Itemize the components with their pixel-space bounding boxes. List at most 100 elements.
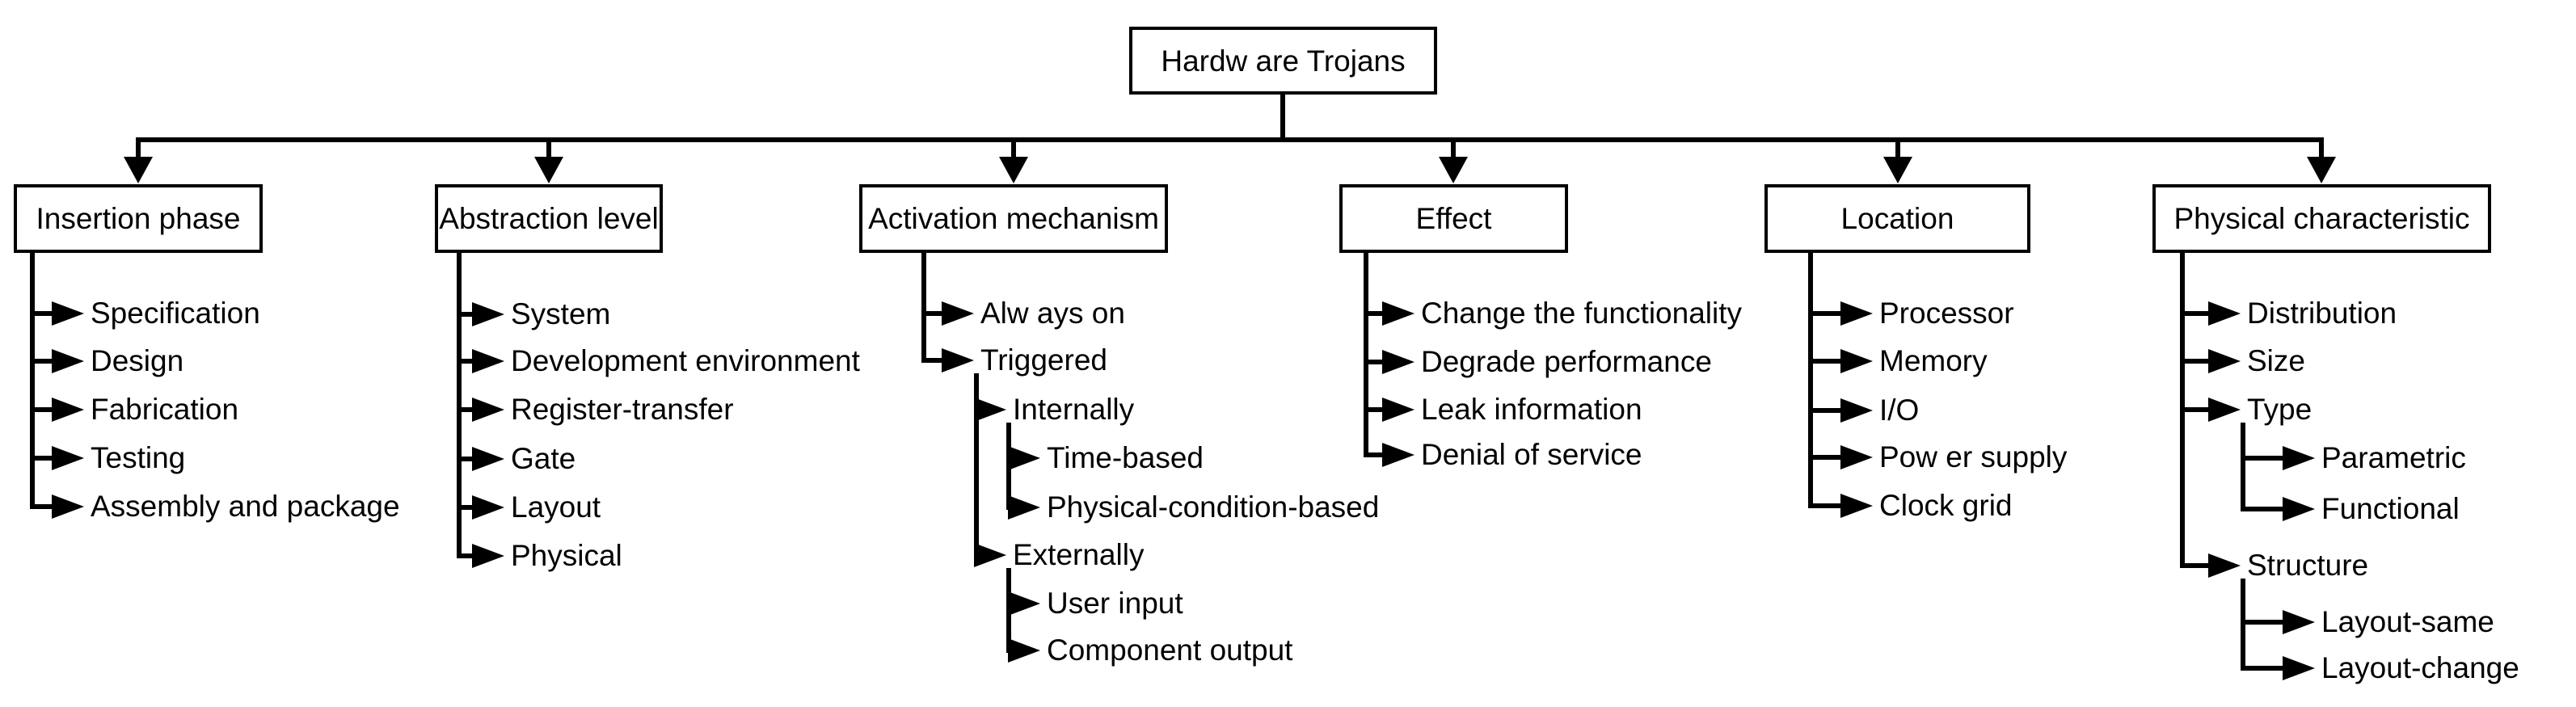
arrow-down-icon	[534, 157, 563, 183]
arrow-down-icon	[2307, 157, 2336, 183]
connector-line	[136, 137, 141, 162]
tree-item-time-based: Time-based	[1047, 441, 1204, 474]
connector-line	[1364, 250, 1368, 457]
arrow-right-icon	[52, 349, 84, 373]
category-label: Insertion phase	[36, 202, 241, 235]
connector-line	[2241, 507, 2292, 511]
category-box-location: Location	[1764, 184, 2030, 253]
tree-item-degrade-performance: Degrade performance	[1421, 345, 1712, 378]
tree-item-component-output: Component output	[1047, 633, 1293, 667]
connector-line	[30, 311, 61, 316]
connector-line	[457, 250, 462, 558]
arrow-right-icon	[2208, 349, 2241, 373]
arrow-right-icon	[974, 398, 1006, 422]
arrow-right-icon	[472, 544, 504, 568]
arrow-right-icon	[52, 494, 84, 519]
arrow-right-icon	[52, 301, 84, 326]
arrow-right-icon	[1382, 398, 1414, 422]
connector-line	[30, 250, 35, 509]
connector-line	[1451, 137, 1456, 162]
connector-line	[30, 456, 61, 461]
arrow-right-icon	[942, 301, 974, 326]
tree-item-internally: Internally	[1013, 393, 1135, 426]
arrow-right-icon	[1840, 398, 1873, 423]
category-box-physical-characteristic: Physical characteristic	[2152, 184, 2491, 253]
arrow-down-icon	[1439, 157, 1468, 183]
connector-line	[1808, 311, 1850, 316]
root-node-label: Hardw are Trojans	[1161, 44, 1406, 78]
arrow-right-icon	[472, 495, 504, 520]
connector-line	[1364, 360, 1392, 364]
tree-item-layout: Layout	[511, 490, 601, 524]
tree-item-register-transfer: Register-transfer	[511, 393, 734, 426]
tree-item-size: Size	[2247, 344, 2305, 377]
tree-item-pow-er-supply: Pow er supply	[1879, 440, 2068, 473]
connector-line	[2241, 423, 2245, 511]
arrow-right-icon	[472, 349, 504, 373]
tree-item-distribution: Distribution	[2247, 297, 2397, 330]
tree-item-clock-grid: Clock grid	[1879, 489, 2013, 522]
tree-item-triggered: Triggered	[980, 343, 1107, 377]
category-box-activation-mechanism: Activation mechanism	[859, 184, 1168, 253]
arrow-right-icon	[2208, 301, 2241, 326]
arrow-right-icon	[1840, 494, 1873, 518]
connector-line	[2241, 620, 2292, 625]
category-box-insertion-phase: Insertion phase	[14, 184, 263, 253]
arrow-down-icon	[1883, 157, 1912, 183]
connector-line	[546, 137, 551, 162]
tree-item-testing: Testing	[91, 441, 186, 474]
tree-item-development-environment: Development environment	[511, 344, 860, 377]
connector-line	[1808, 359, 1850, 364]
connector-line	[1808, 503, 1850, 508]
tree-item-leak-information: Leak information	[1421, 393, 1642, 426]
connector-line	[2319, 137, 2324, 162]
connector-line	[921, 250, 926, 363]
tree-item-i-o: I/O	[1879, 393, 1920, 427]
tree-item-functional: Functional	[2321, 492, 2460, 525]
arrow-right-icon	[2283, 656, 2315, 680]
arrow-down-icon	[999, 157, 1028, 183]
tree-item-memory: Memory	[1879, 344, 1988, 377]
arrow-right-icon	[52, 446, 84, 470]
connector-line	[2180, 311, 2218, 316]
tree-item-type: Type	[2247, 393, 2312, 426]
arrow-right-icon	[2283, 446, 2315, 470]
connector-line	[1808, 408, 1850, 413]
arrow-right-icon	[1008, 591, 1040, 616]
tree-item-externally: Externally	[1013, 538, 1145, 571]
arrow-right-icon	[1382, 443, 1414, 467]
arrow-right-icon	[2283, 497, 2315, 521]
tree-item-change-the-functionality: Change the functionality	[1421, 297, 1742, 330]
connector-line	[2241, 579, 2245, 671]
arrow-right-icon	[1382, 301, 1414, 326]
category-label: Abstraction level	[439, 202, 659, 235]
tree-item-gate: Gate	[511, 442, 576, 475]
tree-item-denial-of-service: Denial of service	[1421, 438, 1642, 471]
connector-line	[457, 505, 482, 510]
arrow-right-icon	[2208, 398, 2241, 422]
connector-line	[136, 137, 2324, 142]
tree-item-specification: Specification	[91, 297, 260, 330]
connector-line	[1364, 452, 1392, 457]
arrow-right-icon	[942, 348, 974, 372]
connector-line	[1364, 311, 1392, 316]
category-label: Activation mechanism	[868, 202, 1159, 235]
connector-line	[2241, 666, 2292, 671]
arrow-right-icon	[1840, 349, 1873, 373]
connector-line	[2180, 359, 2218, 364]
arrow-right-icon	[1008, 638, 1040, 663]
connector-line	[921, 311, 951, 316]
connector-line	[2180, 563, 2218, 568]
tree-item-design: Design	[91, 344, 184, 377]
connector-line	[457, 312, 482, 317]
tree-item-assembly-and-package: Assembly and package	[91, 490, 400, 523]
tree-item-layout-same: Layout-same	[2321, 605, 2494, 638]
tree-item-parametric: Parametric	[2321, 441, 2466, 474]
connector-line	[1364, 407, 1392, 412]
tree-item-system: System	[511, 297, 611, 330]
connector-line	[30, 504, 61, 509]
root-node-box: Hardw are Trojans	[1129, 27, 1437, 95]
arrow-right-icon	[2283, 610, 2315, 634]
connector-line	[1808, 250, 1813, 508]
